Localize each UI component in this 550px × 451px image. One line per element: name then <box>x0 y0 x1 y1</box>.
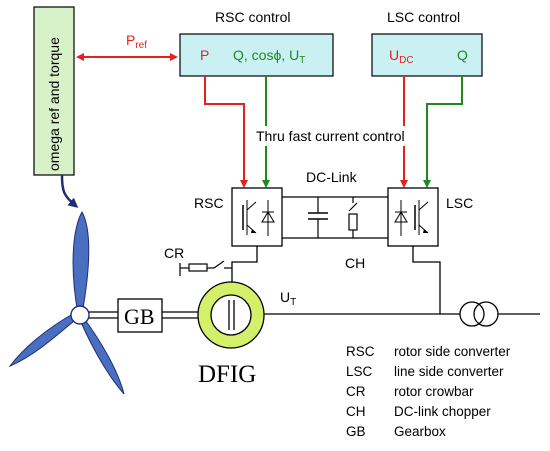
pref-label: Pref <box>126 32 147 51</box>
lsc-udc-label: UDC <box>389 47 414 66</box>
turbine-icon <box>8 210 125 395</box>
lsc-to-grid-wire <box>412 246 441 314</box>
cr-label: CR <box>164 245 184 261</box>
gearbox-label: GB <box>124 304 155 329</box>
lsc-control-title: LSC control <box>387 9 460 25</box>
chopper-resistor <box>348 197 358 238</box>
legend-desc: rotor side converter <box>394 344 511 359</box>
legend-desc: rotor crowbar <box>394 384 474 399</box>
rsc-label: RSC <box>194 195 224 211</box>
rsc-control-box <box>179 33 334 77</box>
lsc-converter <box>387 187 439 247</box>
legend-abbr: CR <box>346 384 366 399</box>
legend-abbr: GB <box>346 424 366 439</box>
legend-abbr: LSC <box>346 364 373 379</box>
dc-link-capacitor <box>308 197 328 238</box>
dc-link-bus <box>282 196 388 239</box>
shaft <box>89 311 198 319</box>
lsc-q-signal-line <box>426 76 463 145</box>
transformer-icon <box>459 301 540 327</box>
ch-label: CH <box>345 255 365 271</box>
dfig-generator <box>197 281 265 349</box>
ut-label: UT <box>280 289 296 308</box>
thru-control-label: Thru fast current control <box>256 128 405 144</box>
legend-abbr: RSC <box>346 344 375 359</box>
gearbox <box>117 298 163 333</box>
rsc-p-signal-line <box>204 76 245 145</box>
legend-desc: DC-link chopper <box>394 404 491 419</box>
legend-abbr: CH <box>346 404 366 419</box>
rsc-q-label: Q, cosϕ, UT <box>233 47 305 66</box>
rsc-control-title: RSC control <box>215 9 290 25</box>
rsc-converter <box>231 187 283 247</box>
rsc-to-rotor-wire <box>231 246 258 300</box>
crowbar <box>179 260 232 276</box>
omega-to-turbine-arrow <box>60 174 79 208</box>
dfig-label: DFIG <box>198 361 256 388</box>
lsc-label: LSC <box>446 195 473 211</box>
legend-desc: line side converter <box>394 364 504 379</box>
rsc-p-label: P <box>200 47 209 63</box>
omega-ref-box: omega ref and torque <box>33 6 75 176</box>
legend: RSC rotor side converter LSC line side c… <box>346 344 511 439</box>
legend-desc: Gearbox <box>394 424 446 439</box>
omega-ref-label: omega ref and torque <box>46 37 62 171</box>
lsc-control-box <box>371 33 483 77</box>
lsc-q-label: Q <box>457 47 468 63</box>
dc-link-label: DC-Link <box>306 169 358 185</box>
